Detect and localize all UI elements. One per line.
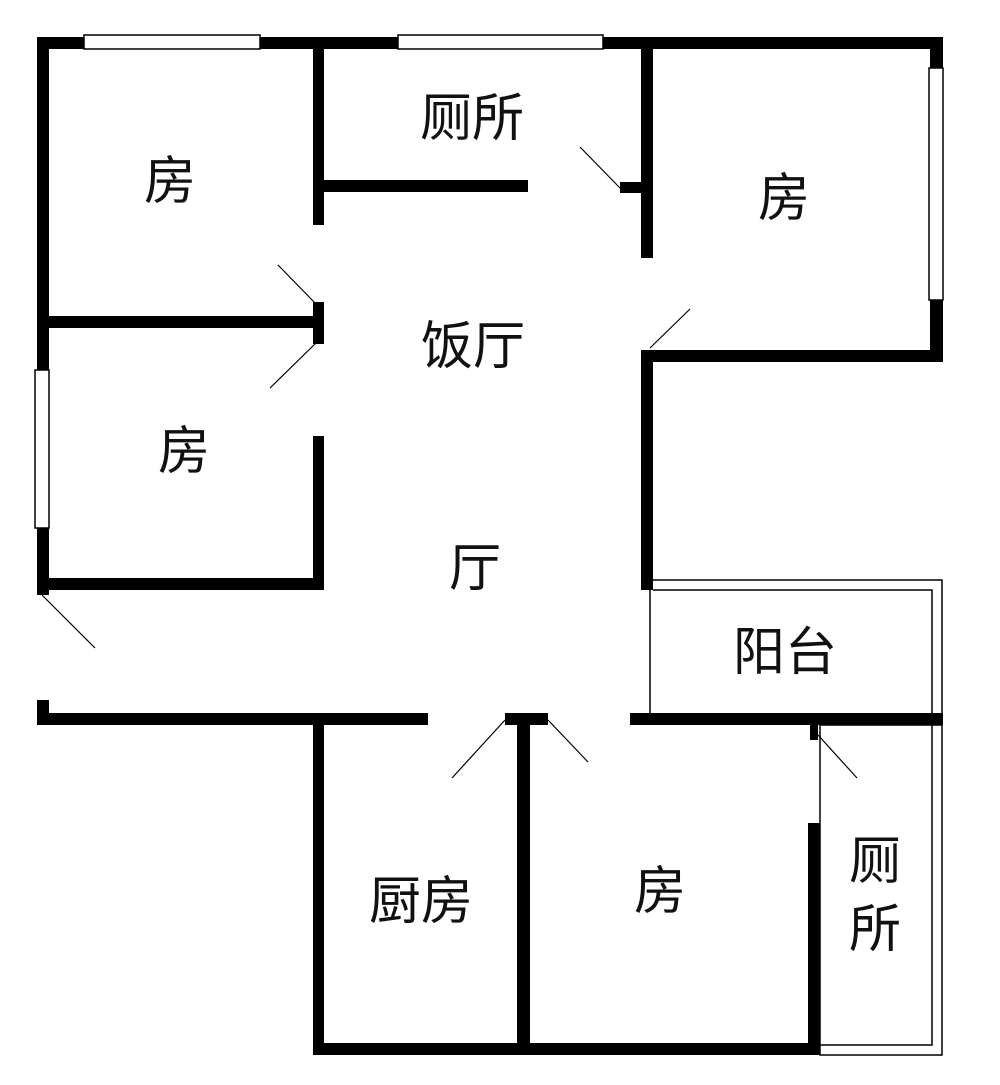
door-entrance [41,594,96,649]
wall-bottom-toilet-stub [810,725,818,740]
door-bedroom-top-right [649,308,691,349]
label-living-room: 厅 [449,539,501,599]
door-bedroom-mid-left [269,342,317,389]
label-toilet-top: 厕所 [420,89,524,149]
wall-kitchen-bedroom-divider [517,713,530,1055]
wall-bottom-toilet-left [808,823,820,1055]
wall-bottom [313,1043,820,1055]
room-labels: 房 厕所 房 饭厅 房 厅 阳台 厨房 房 厕 所 [144,89,901,960]
balcony-outer [649,579,943,721]
bottom-toilet-inner [820,725,933,1046]
wall-hall-bottom-right [630,713,943,725]
wall-bedrooms-stub [313,302,324,344]
door-bedroom-bottom [547,719,589,763]
window-right [928,67,944,301]
label-bedroom-top-left: 房 [144,152,196,212]
balcony-inner [653,589,933,713]
wall-hall-bottom-left [37,713,428,725]
wall-bedroom-toilet-divider [313,37,324,225]
label-bedroom-top-right: 房 [758,169,810,229]
label-dining-room: 饭厅 [421,317,525,377]
window-top-left [83,34,261,50]
door-toilet-top [579,146,621,189]
wall-toilet-stub [620,182,653,193]
wall-bedroom-mid-right [313,436,324,590]
label-toilet-bottom-1: 厕 [849,832,901,892]
label-balcony: 阳台 [733,623,837,683]
door-toilet-bottom [817,734,858,779]
wall-kitchen-left [313,713,324,1055]
wall-living-right [641,350,653,590]
wall-bedroom-mid-bottom [37,578,324,590]
window-top-middle [397,34,604,50]
door-kitchen [451,719,506,779]
label-bedroom-mid-left: 房 [158,422,210,482]
label-kitchen: 厨房 [369,872,473,932]
wall-bedrooms-divider [37,316,324,328]
label-toilet-bottom-2: 所 [849,900,901,960]
thin-outlines [649,579,943,1056]
window-left [34,369,50,529]
bottom-toilet-outer [819,724,943,1056]
wall-toilet-bottom [313,180,528,192]
wall-toilet-right [641,37,653,258]
wall-top-right-room-bottom [641,350,943,362]
windows [34,34,944,529]
label-bedroom-bottom: 房 [634,862,686,922]
door-bedroom-top-left [277,264,317,305]
door-swings [41,146,858,779]
